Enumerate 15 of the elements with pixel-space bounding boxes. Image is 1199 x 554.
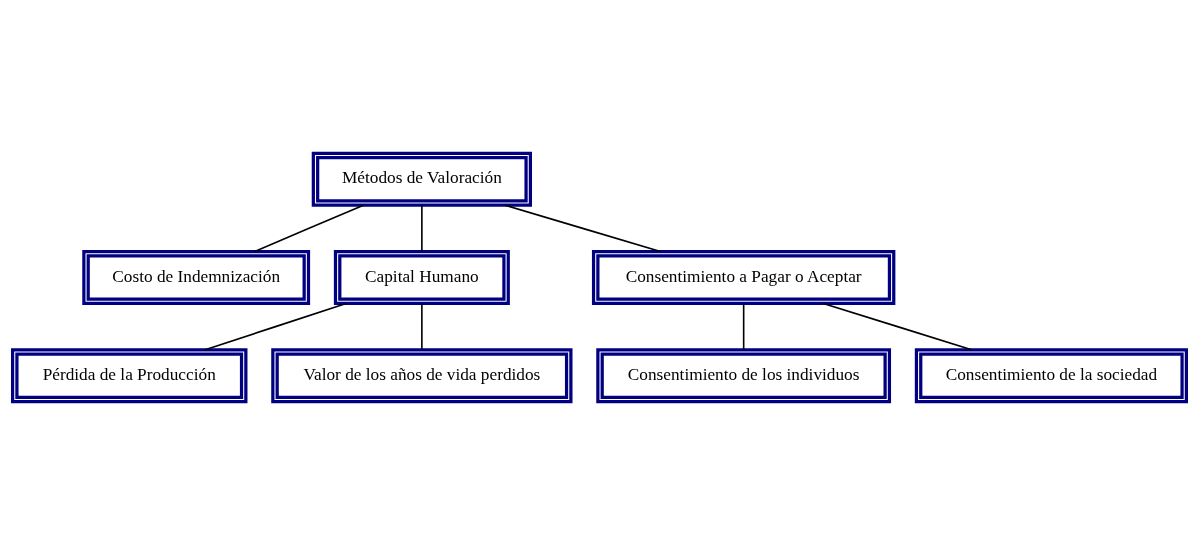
connector [421,302,423,350]
node-box: Costo de Indemnización [82,249,311,305]
node-box: Capital Humano [333,249,510,305]
connector [742,302,745,350]
node-box: Consentimiento a Pagar o Aceptar [591,249,896,305]
connector [822,302,973,351]
connector [504,203,662,252]
node-box: Métodos de Valoración [311,151,532,207]
node-box: Consentimiento de los individuos [596,347,892,403]
connector [421,204,423,252]
node-box: Valor de los años de vida perdidos [271,347,573,403]
node-box: Consentimiento de la sociedad [914,347,1188,403]
connector [204,302,347,351]
connector [253,203,365,252]
node-box: Pérdida de la Producción [11,347,248,403]
